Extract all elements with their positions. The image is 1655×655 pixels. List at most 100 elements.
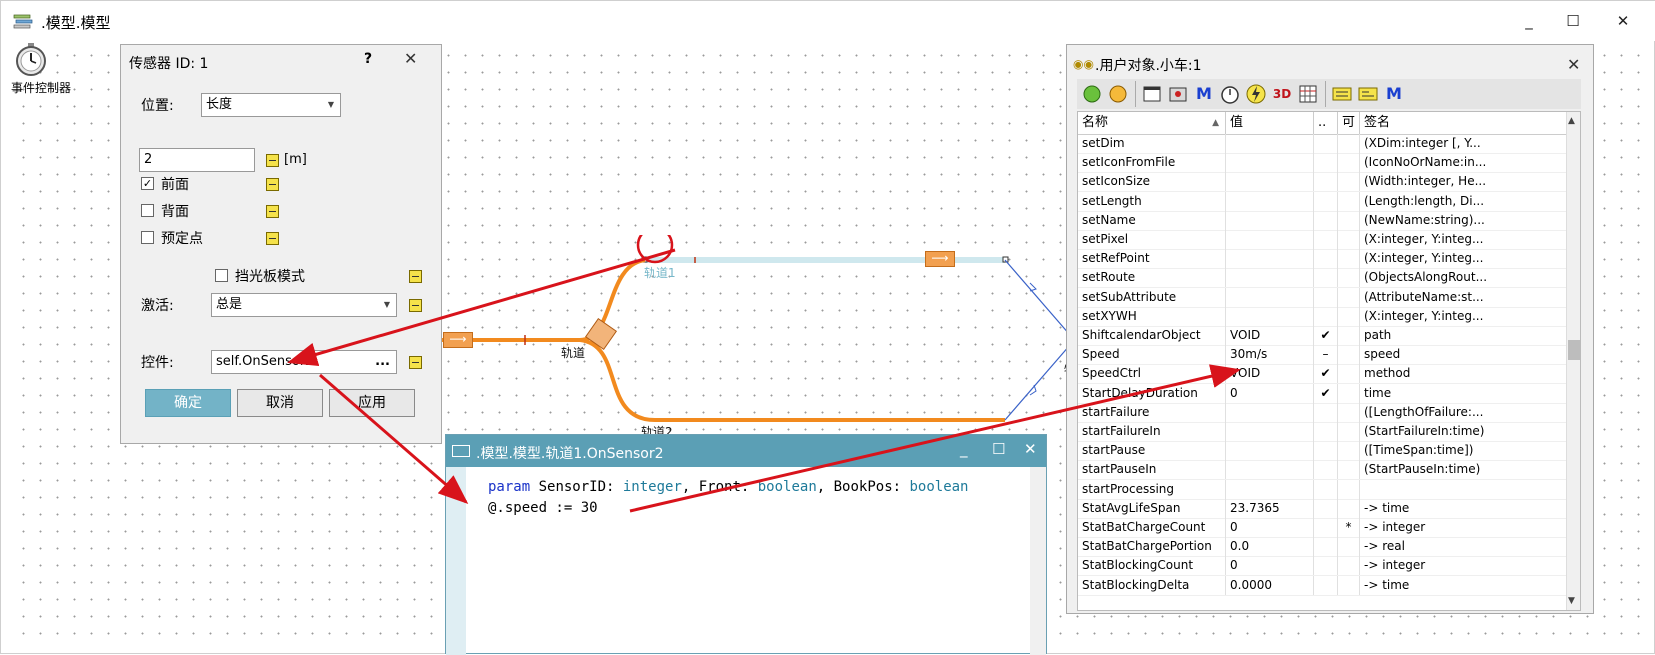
attribute-edit-icon[interactable] [1357, 83, 1379, 105]
editor-title: .模型.模型.轨道1.OnSensor2 [476, 446, 664, 462]
header-signature[interactable]: 签名 [1364, 115, 1391, 130]
branch-upper-curve[interactable] [579, 258, 646, 342]
track1-direction-icon[interactable]: ⟶ [925, 251, 955, 267]
window-icon[interactable] [1141, 83, 1163, 105]
table-row[interactable]: setIconFromFile(IconNoOrName:in... [1078, 153, 1566, 174]
green-light-icon[interactable] [1081, 83, 1103, 105]
cell-value: 0.0 [1226, 537, 1314, 557]
cell-m2 [1338, 306, 1360, 326]
control-inherit-button[interactable] [409, 356, 422, 369]
cell-m2 [1338, 460, 1360, 480]
apply-button[interactable]: 应用 [329, 389, 415, 417]
table-row[interactable]: startPause([TimeSpan:time]) [1078, 441, 1566, 462]
lightning-icon[interactable] [1245, 83, 1267, 105]
bookpoint-inherit-button[interactable] [266, 232, 279, 245]
yellow-light-icon[interactable] [1107, 83, 1129, 105]
track-diagram [440, 235, 1071, 422]
light-barrier-checkbox[interactable] [215, 269, 228, 282]
cell-name: setIconSize [1078, 172, 1226, 192]
props-close-button[interactable]: ✕ [1567, 55, 1581, 74]
table-row[interactable]: startFailure([LengthOfFailure:... [1078, 402, 1566, 423]
editor-titlebar: .模型.模型.轨道1.OnSensor2 _ ☐ ✕ [446, 435, 1046, 467]
activate-inherit-button[interactable] [409, 299, 422, 312]
control-input[interactable]: self.OnSensor2 ... [211, 350, 397, 374]
front-checkbox[interactable]: ✓ [141, 177, 154, 190]
method-m-icon[interactable]: M [1386, 84, 1402, 103]
code-text: SensorID: [530, 479, 623, 495]
track2-line[interactable] [579, 338, 1005, 422]
editor-scrollbar[interactable] [1030, 467, 1046, 655]
cell-sig: (NewName:string)... [1364, 212, 1485, 227]
sensor-close-button[interactable]: ✕ [404, 49, 418, 68]
header-value[interactable]: 值 [1226, 112, 1314, 134]
ok-button[interactable]: 确定 [145, 389, 231, 417]
table-row[interactable]: setRefPoint(X:integer, Y:integ... [1078, 249, 1566, 270]
table-icon[interactable] [1297, 83, 1319, 105]
cell-m2 [1338, 383, 1360, 403]
cell-value: 0.0000 [1226, 575, 1314, 595]
table-row[interactable]: startPauseIn(StartPauseIn:time) [1078, 460, 1566, 481]
cell-m2 [1338, 249, 1360, 269]
editor-close-button[interactable]: ✕ [1024, 440, 1037, 458]
back-checkbox[interactable] [141, 204, 154, 217]
distance-inherit-button[interactable] [266, 154, 279, 167]
cell-value: VOID [1226, 364, 1314, 384]
scroll-up-icon[interactable]: ▲ [1568, 116, 1575, 126]
cell-value: 0 [1226, 518, 1314, 537]
stopwatch-icon[interactable] [14, 42, 48, 76]
minimize-button[interactable]: _ [1525, 12, 1533, 30]
attribute-list-icon[interactable] [1331, 83, 1353, 105]
table-row[interactable]: setLength(Length:length, Di... [1078, 191, 1566, 212]
scroll-down-icon[interactable]: ▼ [1568, 596, 1575, 606]
method-m-icon[interactable]: M [1196, 84, 1212, 103]
table-scrollbar[interactable]: ▲ ▼ [1566, 112, 1580, 610]
cancel-button[interactable]: 取消 [237, 389, 323, 417]
table-row[interactable]: setSubAttribute(AttributeName:st... [1078, 287, 1566, 308]
cell-value [1226, 479, 1314, 499]
entry-direction-icon[interactable]: ⟶ [443, 332, 473, 348]
table-row[interactable]: setRoute(ObjectsAlongRout... [1078, 268, 1566, 289]
table-row[interactable]: setPixel(X:integer, Y:integ... [1078, 230, 1566, 250]
distance-input[interactable]: 2 [139, 148, 255, 172]
header-name[interactable]: 名称▲ [1078, 112, 1226, 134]
position-combo[interactable]: 长度 ▼ [201, 93, 341, 117]
3d-icon[interactable]: 3D [1272, 87, 1292, 101]
cell-m2 [1338, 268, 1360, 288]
table-row[interactable]: setDim(XDim:integer [, Y... [1078, 134, 1566, 154]
scroll-thumb[interactable] [1568, 340, 1580, 360]
close-button[interactable]: ✕ [1616, 12, 1630, 30]
inspect-icon[interactable] [1167, 83, 1189, 105]
cell-name: StatAvgLifeSpan [1078, 498, 1226, 518]
editor-maximize-button[interactable]: ☐ [992, 440, 1006, 458]
header-visible[interactable]: 可 [1338, 112, 1360, 134]
maximize-button[interactable]: ☐ [1566, 12, 1580, 30]
control-browse-button[interactable]: ... [375, 354, 390, 369]
stopwatch-icon[interactable] [1219, 83, 1241, 105]
editor-minimize-button[interactable]: _ [960, 440, 968, 458]
cell-value: 23.7365 [1226, 498, 1314, 518]
cell-sig: (X:integer, Y:integ... [1364, 232, 1484, 246]
header-inherited[interactable]: .. [1314, 112, 1338, 134]
back-inherit-button[interactable] [266, 205, 279, 218]
table-row[interactable]: startFailureIn(StartFailureIn:time) [1078, 422, 1566, 442]
activate-combo[interactable]: 总是 ▼ [211, 293, 397, 317]
light-barrier-inherit-button[interactable] [409, 270, 422, 283]
table-row[interactable]: setXYWH(X:integer, Y:integ... [1078, 306, 1566, 327]
code-area[interactable]: param SensorID: integer, Front: boolean,… [488, 477, 969, 519]
table-row[interactable]: startProcessing [1078, 479, 1566, 500]
table-row[interactable]: setIconSize(Width:integer, He... [1078, 172, 1566, 193]
track1-end-handle[interactable] [1002, 256, 1009, 263]
table-row[interactable]: setName(NewName:string)... [1078, 210, 1566, 231]
front-inherit-button[interactable] [266, 178, 279, 191]
bookpoint-checkbox[interactable] [141, 231, 154, 244]
help-button[interactable]: ? [364, 51, 373, 67]
